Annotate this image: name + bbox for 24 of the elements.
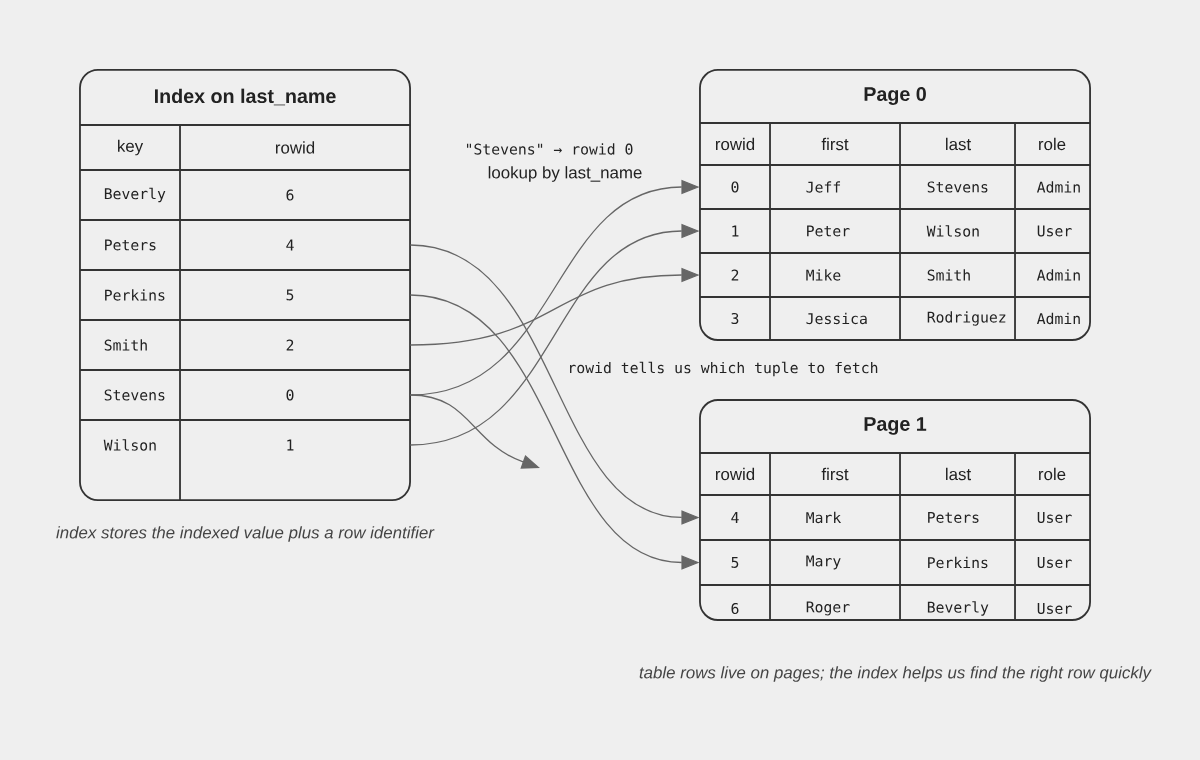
table-row: 3 Jessica Rodriguez Admin	[699, 296, 1091, 341]
table-header-row: rowid first last role	[699, 122, 1091, 166]
note-text: lookup by last_name	[488, 166, 642, 182]
note-text: index stores the indexed value plus a row identifier	[56, 526, 435, 542]
note-text: table rows live on pages; the index helps us find the right row quickly	[639, 666, 1152, 682]
table-row: 2 Mike Smith Admin	[699, 252, 1091, 298]
table-title: Page 0	[864, 87, 926, 105]
table-row: Beverly 6	[79, 169, 411, 221]
table-row: Stevens 0	[79, 369, 411, 421]
table-row: Perkins 5	[79, 269, 411, 321]
table-row: Peters 4	[79, 219, 411, 271]
table-row: 0 Jeff Stevens Admin	[699, 164, 1091, 210]
table-title: Page 1	[864, 417, 927, 435]
table-row: 5 Mary Perkins User	[699, 539, 1091, 586]
table-header-row: rowid first last role	[699, 452, 1091, 496]
table-row: 6 Roger Beverly User	[699, 584, 1091, 621]
note-text: rowid tells us which tuple to fetch	[570, 361, 878, 377]
table-row: 1 Peter Wilson User	[699, 208, 1091, 254]
table-row: 4 Mark Peters User	[699, 494, 1091, 541]
table-title: Index on last_name	[155, 88, 336, 106]
table-row: Wilson 1	[79, 419, 411, 471]
note-text: "Stevens" → rowid 0	[467, 143, 633, 155]
table-row: Smith 2	[79, 319, 411, 371]
table-header-row: key rowid	[79, 124, 411, 171]
